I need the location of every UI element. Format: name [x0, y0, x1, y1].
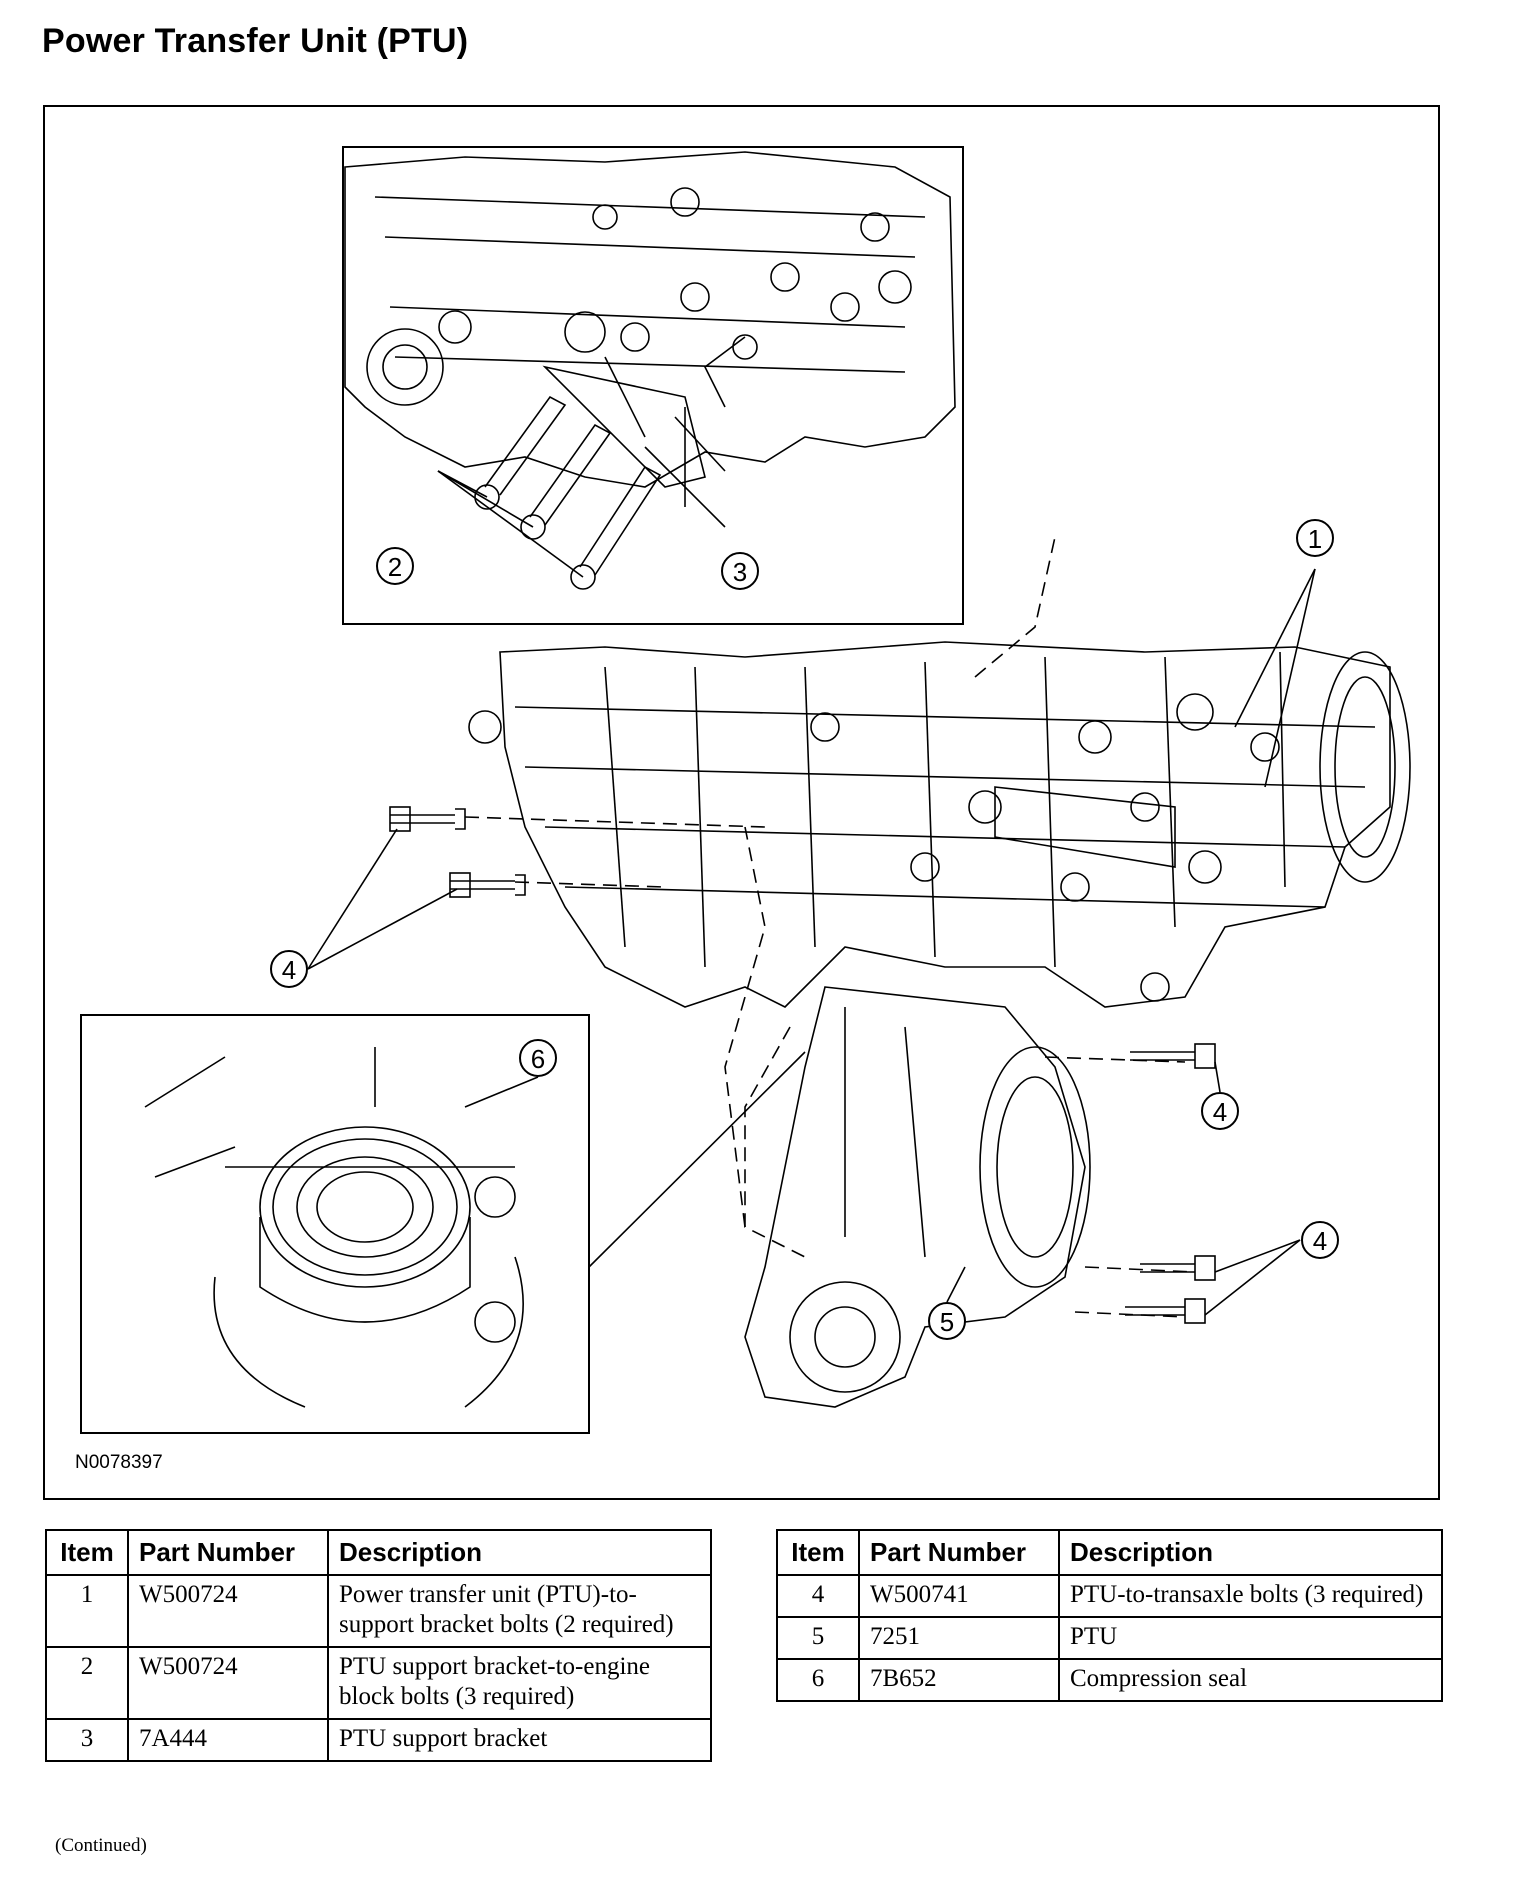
- svg-text:6: 6: [531, 1044, 545, 1074]
- item-number: 5: [776, 1616, 860, 1660]
- seal-inset-leader: [588, 1051, 806, 1268]
- part-number: 7251: [858, 1616, 1060, 1660]
- column-header-part-number: Part Number: [858, 1529, 1060, 1576]
- svg-text:4: 4: [1213, 1097, 1227, 1127]
- table-row: 5 7251 PTU: [776, 1616, 1443, 1660]
- part-description: Compression seal: [1058, 1658, 1443, 1702]
- bracket-inset-drawing: [344, 151, 956, 590]
- seal-inset-frame: [80, 1014, 590, 1434]
- callout-5: 5: [928, 1302, 966, 1340]
- callout-leaders: [307, 568, 1316, 1316]
- parts-table-left: Item Part Number Description 1 W500724 P…: [45, 1529, 712, 1762]
- column-header-item: Item: [776, 1529, 860, 1576]
- callout-2: 2: [376, 547, 414, 585]
- inset-leaders: [437, 416, 726, 578]
- callout-4-right-upper: 4: [1201, 1092, 1239, 1130]
- ptu-illustration: 1 2 3 4 4 4 5 6: [80, 146, 1411, 1434]
- table-row: 6 7B652 Compression seal: [776, 1658, 1443, 1702]
- ptu-drawing: [744, 986, 1091, 1408]
- part-description: PTU support bracket: [327, 1718, 712, 1762]
- parts-table-right: Item Part Number Description 4 W500741 P…: [776, 1529, 1443, 1702]
- alignment-lines: [464, 536, 1196, 1318]
- svg-text:2: 2: [388, 552, 402, 582]
- column-header-description: Description: [1058, 1529, 1443, 1576]
- bracket-inset-frame: [342, 146, 964, 625]
- part-description: PTU-to-transaxle bolts (3 required): [1058, 1574, 1443, 1618]
- transaxle-bolts: [389, 806, 1216, 1324]
- exploded-view-figure: 1 2 3 4 4 4 5 6 N0078397: [43, 105, 1440, 1500]
- page-title: Power Transfer Unit (PTU): [42, 22, 469, 60]
- part-number: W500741: [858, 1574, 1060, 1618]
- seal-inset-drawing: [144, 1047, 524, 1408]
- callout-3: 3: [721, 552, 759, 590]
- part-number: W500724: [127, 1646, 329, 1720]
- part-description: Power transfer unit (PTU)-to-support bra…: [327, 1574, 712, 1648]
- column-header-item: Item: [45, 1529, 129, 1576]
- part-number: 7A444: [127, 1718, 329, 1762]
- callout-4-right-lower: 4: [1301, 1221, 1339, 1259]
- column-header-description: Description: [327, 1529, 712, 1576]
- svg-text:5: 5: [940, 1307, 954, 1337]
- table-row: 4 W500741 PTU-to-transaxle bolts (3 requ…: [776, 1574, 1443, 1618]
- part-number: 7B652: [858, 1658, 1060, 1702]
- item-number: 6: [776, 1658, 860, 1702]
- part-number: W500724: [127, 1574, 329, 1648]
- item-number: 3: [45, 1718, 129, 1762]
- figure-code: N0078397: [75, 1452, 163, 1473]
- item-number: 4: [776, 1574, 860, 1618]
- callout-6: 6: [519, 1039, 557, 1077]
- continued-note: (Continued): [55, 1835, 147, 1856]
- callout-1: 1: [1296, 519, 1334, 557]
- svg-text:3: 3: [733, 557, 747, 587]
- svg-text:4: 4: [282, 955, 296, 985]
- table-row: 2 W500724 PTU support bracket-to-engine …: [45, 1646, 712, 1720]
- table-header-row: Item Part Number Description: [45, 1529, 712, 1576]
- engine-block-drawing: [468, 641, 1411, 1008]
- item-number: 2: [45, 1646, 129, 1720]
- table-row: 3 7A444 PTU support bracket: [45, 1718, 712, 1762]
- table-header-row: Item Part Number Description: [776, 1529, 1443, 1576]
- svg-text:1: 1: [1308, 524, 1322, 554]
- table-row: 1 W500724 Power transfer unit (PTU)-to-s…: [45, 1574, 712, 1648]
- part-description: PTU support bracket-to-engine block bolt…: [327, 1646, 712, 1720]
- column-header-part-number: Part Number: [127, 1529, 329, 1576]
- item-number: 1: [45, 1574, 129, 1648]
- callout-4-left: 4: [270, 950, 308, 988]
- svg-text:4: 4: [1313, 1226, 1327, 1256]
- part-description: PTU: [1058, 1616, 1443, 1660]
